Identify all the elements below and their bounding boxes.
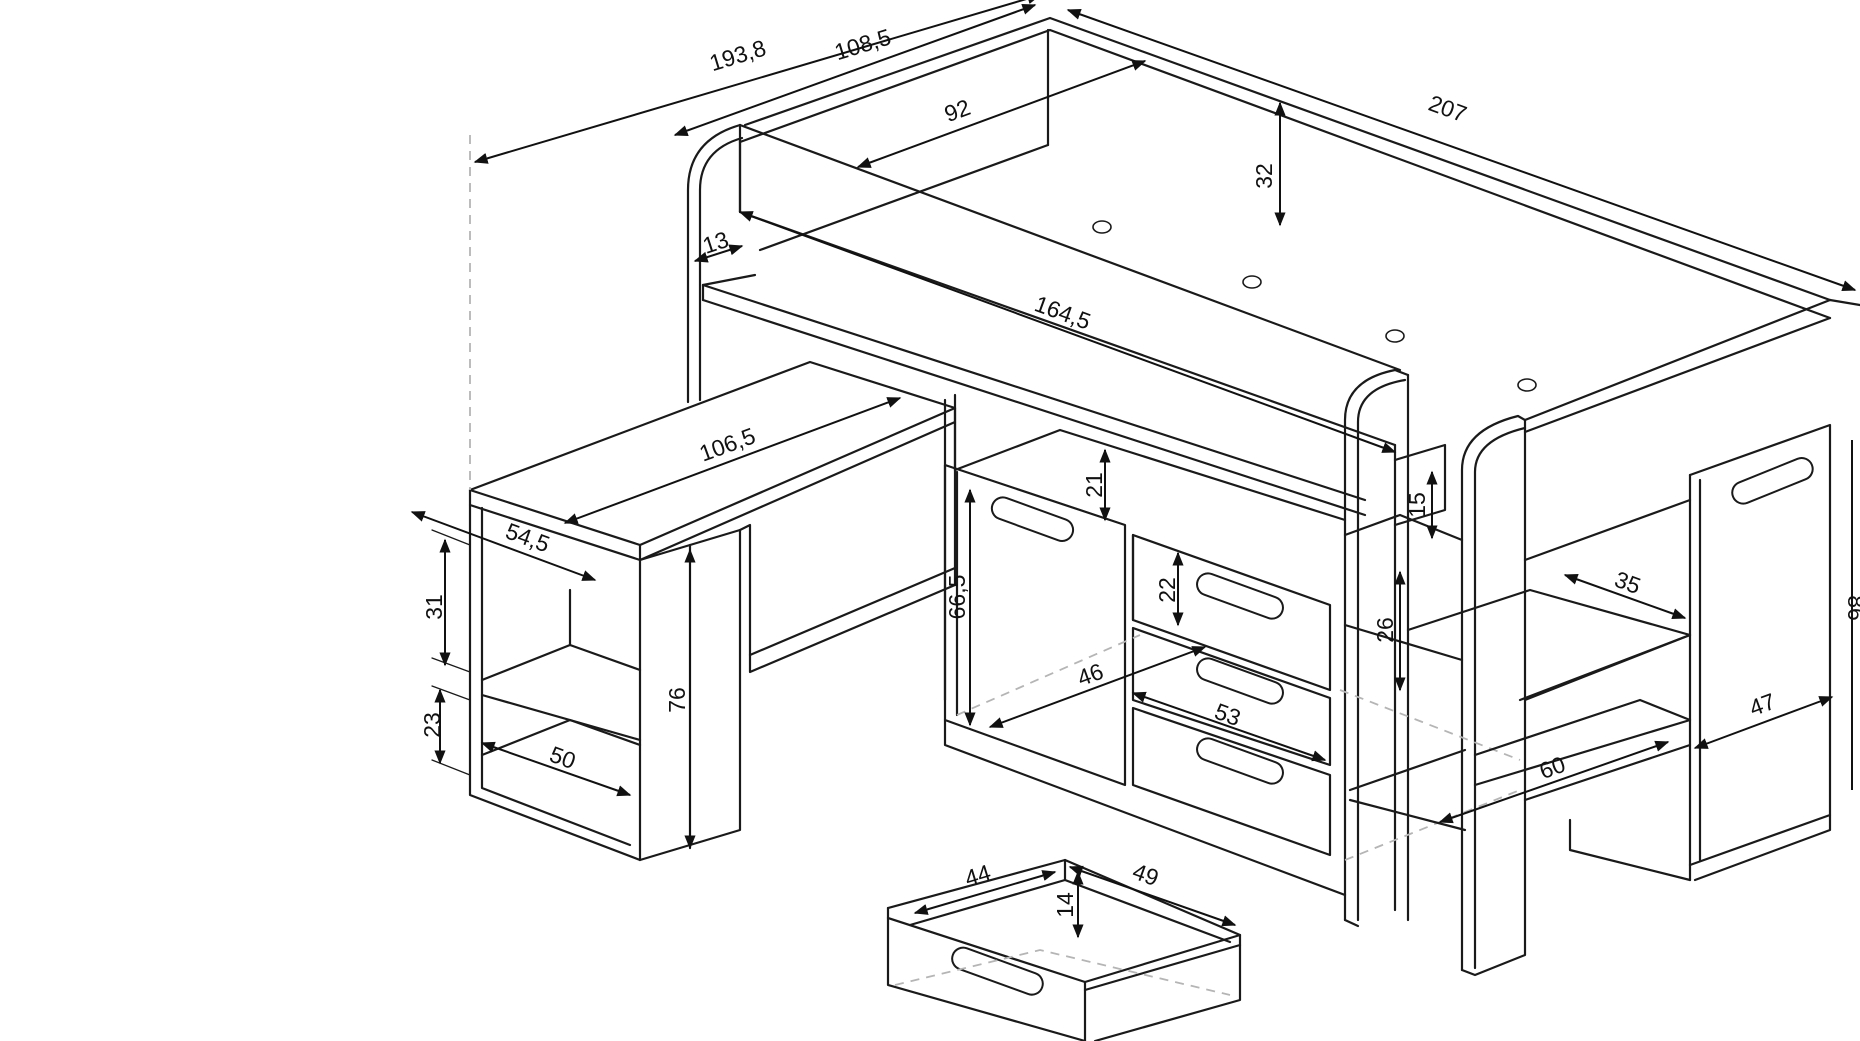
dim-post-inset (693, 244, 744, 263)
wardrobe (1688, 423, 1832, 882)
dim-mattress-width (856, 60, 1147, 168)
label-mattress-width: 92 (941, 94, 974, 127)
drawer-handle (951, 946, 1044, 996)
dim-side-shelf-depth (1563, 573, 1687, 620)
dim-head-width (673, 4, 1037, 136)
label-side-shelf-top: 15 (1404, 492, 1430, 518)
label-side-shelf-gap: 26 (1372, 617, 1398, 643)
dim-desk-depth (410, 511, 597, 581)
label-total-length: 193,8 (706, 35, 769, 77)
label-desk-shelf-upper: 31 (421, 594, 447, 620)
dim-bed-length (1066, 8, 1857, 292)
label-door-height: 66,5 (944, 575, 970, 620)
label-desk-shelf-depth: 50 (546, 741, 579, 774)
label-wardrobe-height: 86 (1843, 595, 1860, 621)
label-desk-height: 76 (664, 687, 690, 713)
slat-hole (1242, 275, 1262, 289)
dimension-lines (410, 0, 1857, 939)
label-desk-depth: 54,5 (502, 518, 553, 558)
side-shelves (1343, 443, 1692, 882)
loose-drawer (886, 858, 1242, 1041)
label-loose-drawer-depth: 49 (1129, 858, 1162, 891)
slat-hole (1092, 220, 1112, 234)
dim-desk-length (563, 397, 902, 524)
dimension-labels: 193,8 108,5 207 92 32 13 164,5 106,5 54,… (419, 24, 1860, 918)
drawer-handle (1196, 572, 1284, 620)
dim-wardrobe-width (1693, 696, 1834, 749)
label-wardrobe-width: 47 (1746, 688, 1779, 721)
label-desk-shelf-lower: 23 (419, 712, 445, 738)
label-bed-length: 207 (1425, 90, 1470, 128)
dim-side-shelf-length (1438, 740, 1670, 824)
dim-rail-length (738, 211, 1397, 453)
dim-desk-shelf-depth (480, 741, 632, 797)
cabinet (943, 393, 1521, 897)
label-drawer-face-height: 22 (1154, 577, 1180, 603)
dim-total-length (473, 0, 1042, 164)
wardrobe-handle (1731, 457, 1814, 505)
label-post-inset: 13 (699, 226, 731, 259)
door-handle (990, 496, 1075, 542)
slat-hole (1517, 378, 1537, 392)
dim-loose-drawer-depth (1068, 865, 1237, 927)
label-loose-drawer-height: 14 (1052, 892, 1078, 918)
dim-drawer-width (1131, 691, 1327, 762)
slat-hole (1385, 329, 1405, 343)
label-rail-height: 32 (1251, 163, 1277, 189)
drawer-handle (1196, 657, 1284, 705)
label-drawer-width: 53 (1211, 698, 1244, 731)
label-desk-length: 106,5 (696, 422, 759, 466)
drawer-handle (1196, 737, 1284, 785)
label-cabinet-niche: 21 (1081, 472, 1107, 498)
dim-cabinet-depth (988, 646, 1207, 728)
dim-loose-drawer-width (913, 870, 1057, 915)
